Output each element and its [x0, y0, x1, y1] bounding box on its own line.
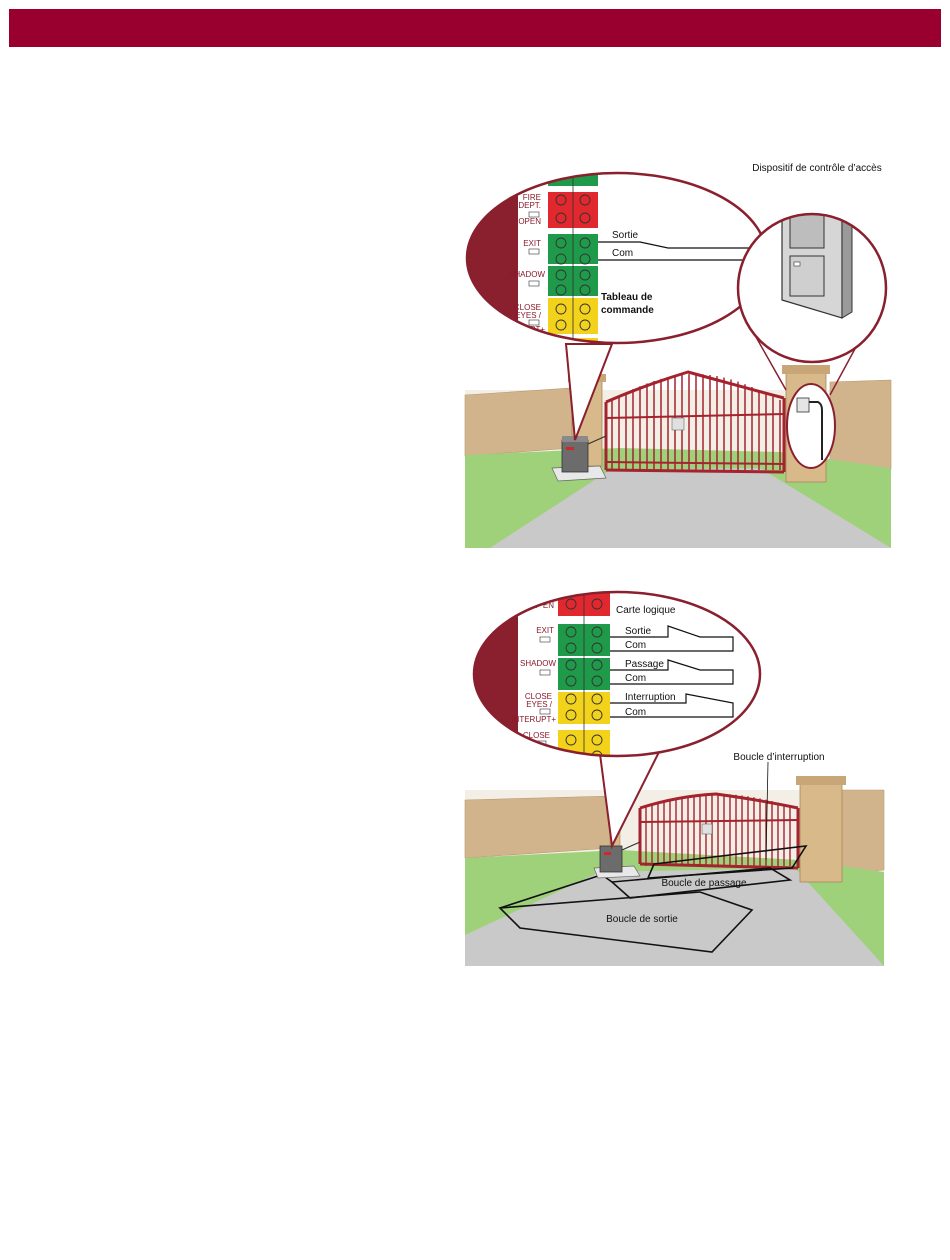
terminal-label-dept: DEPT.	[518, 201, 541, 210]
wire-label-sortie-1: Sortie	[612, 230, 639, 241]
figure2: Boucle d’interruption Boucle de passage …	[460, 588, 884, 966]
post-callout	[787, 384, 835, 468]
figure1: FIRE DEPT. OPEN EXIT SHADOW CLOSE EYES /…	[460, 163, 891, 548]
board-label-line1: Tableau de	[601, 292, 653, 303]
board-label-line2: commande	[601, 305, 654, 316]
loop-passage-label: Boucle de passage	[661, 878, 747, 889]
wire-label-com-1: Com	[612, 248, 633, 259]
gate-scene-2: Boucle d’interruption Boucle de passage …	[465, 750, 884, 966]
wire-label-com-2a: Com	[625, 640, 646, 651]
terminal-label-exit-2: EXIT	[536, 626, 554, 635]
terminal-label-eyes-2: EYES /	[526, 700, 553, 709]
terminal-label-shadow-2: SHADOW	[520, 659, 556, 668]
wire-label-interruption: Interruption	[625, 692, 676, 703]
terminal-label-open: OPEN	[518, 217, 541, 226]
callout-bubble-2: P EN EXIT SHADOW CLOSE EYES / INTERUPT+ …	[460, 588, 760, 768]
loop-interrupt-label: Boucle d’interruption	[733, 752, 824, 763]
wire-label-passage: Passage	[625, 659, 664, 670]
access-device	[782, 176, 852, 318]
logic-board-label: Carte logique	[616, 605, 676, 616]
terminal-label-eyes: EYES /	[515, 311, 542, 320]
loop-exit-label: Boucle de sortie	[606, 914, 678, 925]
callout-bubble-1: FIRE DEPT. OPEN EXIT SHADOW CLOSE EYES /…	[460, 168, 767, 350]
wire-label-com-2c: Com	[625, 707, 646, 718]
terminal-label-shadow: SHADOW	[509, 270, 545, 279]
access-device-callout: Dispositif de contrôle d’accès	[738, 163, 886, 395]
access-device-label: Dispositif de contrôle d’accès	[752, 163, 882, 174]
wire-label-com-2b: Com	[625, 673, 646, 684]
terminal-label-interupt: INTERUPT+	[511, 715, 556, 724]
wire-label-sortie-2: Sortie	[625, 626, 652, 637]
terminal-label-exit: EXIT	[523, 239, 541, 248]
